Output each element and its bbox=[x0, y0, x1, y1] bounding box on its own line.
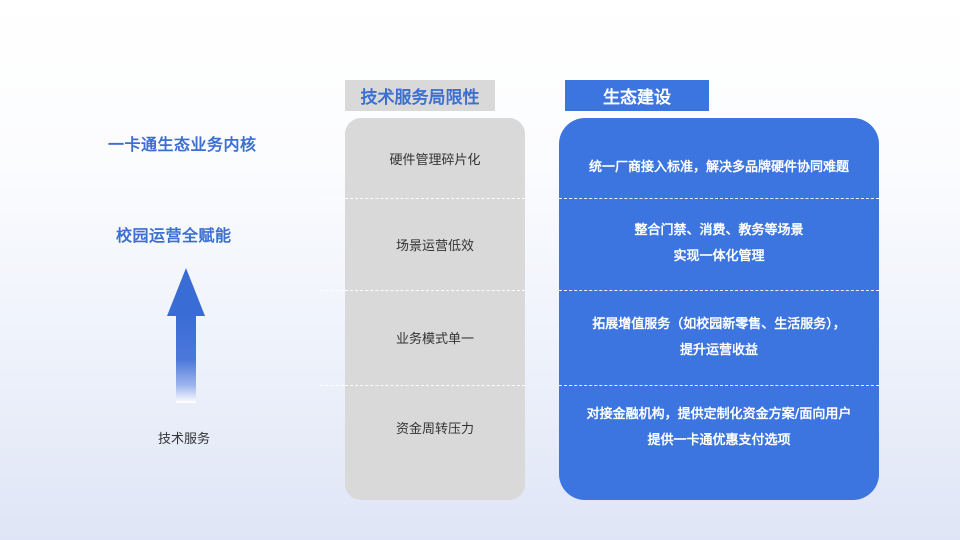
limitations-header: 技术服务局限性 bbox=[345, 80, 495, 111]
separator-line bbox=[345, 198, 525, 199]
ecosystem-text-line1: 对接金融机构，提供定制化资金方案/面向用户 bbox=[586, 406, 852, 422]
separator-line bbox=[320, 290, 350, 291]
limitations-panel: 硬件管理碎片化 场景运营低效 业务模式单一 资金周转压力 bbox=[345, 118, 525, 500]
separator-line bbox=[345, 385, 525, 386]
separator-line bbox=[320, 385, 350, 386]
limitation-text: 资金周转压力 bbox=[395, 422, 474, 437]
limitation-text: 业务模式单一 bbox=[395, 332, 474, 347]
ecosystem-item: 拓展增值服务（如校园新零售、生活服务）， 提升运营收益 bbox=[559, 290, 879, 385]
ecosystem-text-line2: 实现一体化管理 bbox=[673, 249, 765, 264]
ecosystem-item: 整合门禁、消费、教务等场景 实现一体化管理 bbox=[559, 198, 879, 290]
limitation-item: 资金周转压力 bbox=[345, 385, 525, 470]
ecosystem-text-line1: 统一厂商接入标准，解决多品牌硬件协同难题 bbox=[588, 160, 849, 175]
upward-arrow-icon bbox=[167, 268, 205, 403]
separator-line bbox=[559, 198, 879, 199]
ecosystem-text-line1: 拓展增值服务（如校园新零售、生活服务）， bbox=[592, 316, 846, 332]
limitation-item: 硬件管理碎片化 bbox=[345, 118, 525, 198]
separator-line bbox=[345, 290, 525, 291]
separator-line bbox=[320, 198, 350, 199]
campus-empowerment-title: 校园运营全赋能 bbox=[116, 226, 232, 245]
limitation-item: 场景运营低效 bbox=[345, 198, 525, 290]
core-business-title: 一卡通生态业务内核 bbox=[108, 135, 257, 154]
ecosystem-item: 统一厂商接入标准，解决多品牌硬件协同难题 bbox=[559, 118, 879, 218]
ecosystem-panel: 统一厂商接入标准，解决多品牌硬件协同难题 整合门禁、消费、教务等场景 实现一体化… bbox=[559, 118, 879, 500]
separator-line bbox=[559, 385, 879, 386]
ecosystem-header: 生态建设 bbox=[565, 80, 709, 111]
ecosystem-item: 对接金融机构，提供定制化资金方案/面向用户 提供一卡通优惠支付选项 bbox=[559, 385, 879, 470]
limitation-text: 场景运营低效 bbox=[395, 238, 474, 254]
separator-line bbox=[559, 290, 879, 291]
ecosystem-text-line2: 提升运营收益 bbox=[679, 342, 758, 358]
ecosystem-text-line2: 提供一卡通优惠支付选项 bbox=[647, 432, 791, 448]
tech-service-label: 技术服务 bbox=[158, 432, 211, 447]
ecosystem-text-line1: 整合门禁、消费、教务等场景 bbox=[634, 223, 804, 238]
limitation-item: 业务模式单一 bbox=[345, 290, 525, 385]
limitation-text: 硬件管理碎片化 bbox=[389, 152, 481, 168]
